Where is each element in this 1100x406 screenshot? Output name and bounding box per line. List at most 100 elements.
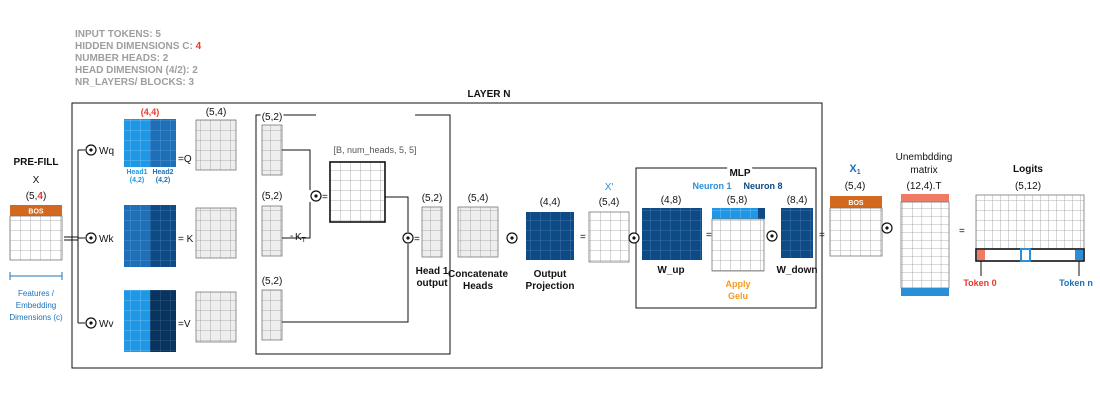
x1-shape: (5,4) bbox=[845, 181, 866, 192]
xprime-matrix bbox=[588, 211, 630, 263]
wk-matrix bbox=[124, 205, 176, 267]
unembed-shape: (12,4).T bbox=[906, 181, 941, 192]
proj-shape: (4,4) bbox=[540, 197, 561, 208]
logits-eq: = bbox=[959, 226, 965, 237]
proj-label-2: Projection bbox=[526, 281, 575, 292]
prefill-bos-label: BOS bbox=[28, 209, 44, 216]
w-up-matrix bbox=[642, 208, 702, 260]
k-transpose-dash: - bbox=[290, 231, 293, 242]
multiply-av-icon bbox=[402, 232, 414, 244]
features-label-3: Dimensions (c) bbox=[9, 313, 63, 322]
multiply-v-icon bbox=[85, 317, 97, 329]
attn-eq-label: = bbox=[322, 192, 328, 203]
k-matrix bbox=[195, 207, 237, 259]
concat-matrix bbox=[457, 206, 499, 258]
eq-k-label: = K bbox=[178, 234, 194, 245]
multiply-qk-icon bbox=[310, 190, 322, 202]
attn-v-matrix bbox=[261, 289, 283, 341]
xprime-shape: (5,4) bbox=[599, 197, 620, 208]
head-output-label-1: Head 1 bbox=[416, 266, 449, 277]
proj-label-1: Output bbox=[534, 269, 567, 280]
multiply-q-icon bbox=[85, 144, 97, 156]
logits-shape: (5,12) bbox=[1015, 181, 1041, 192]
prefill-x-matrix: BOS bbox=[9, 205, 63, 261]
w-up-shape: (4,8) bbox=[661, 195, 682, 206]
eq-q-label: =Q bbox=[178, 154, 192, 165]
attn-v-shape: (5,2) bbox=[262, 276, 283, 287]
xprime-eq: = bbox=[580, 232, 586, 243]
eq-v-label: =V bbox=[178, 319, 191, 330]
attention-box bbox=[255, 114, 451, 355]
v-matrix bbox=[195, 291, 237, 343]
concat-label-2: Heads bbox=[463, 281, 493, 292]
x1-matrix: BOS bbox=[829, 196, 883, 257]
attn-k-matrix bbox=[261, 205, 283, 257]
gelu-label-1: Apply bbox=[725, 279, 750, 289]
gelu-label-2: Gelu bbox=[728, 291, 748, 301]
neuron8-label: Neuron 8 bbox=[743, 181, 782, 191]
concat-shape: (5,4) bbox=[468, 193, 489, 204]
unembed-matrix bbox=[900, 194, 950, 296]
config-nr-layers: NR_LAYERS/ BLOCKS: 3 bbox=[75, 77, 195, 88]
head-output-label-2: output bbox=[416, 278, 448, 289]
q-matrix bbox=[195, 119, 237, 171]
head-output-eq: = bbox=[414, 234, 420, 245]
prefill-x-label: X bbox=[33, 175, 40, 186]
w-down-label: W_down bbox=[776, 265, 817, 276]
x1-label: X1 bbox=[849, 163, 860, 176]
qkv-branch-lines bbox=[64, 149, 85, 324]
config-hidden-dimensions: HIDDEN DIMENSIONS C: 4 bbox=[75, 41, 202, 52]
multiply-proj-icon bbox=[506, 232, 518, 244]
head1-shape: (4,2) bbox=[130, 177, 144, 184]
concat-label-1: Concatenate bbox=[448, 269, 508, 280]
wv-matrix bbox=[124, 290, 176, 352]
unembed-label-2: matrix bbox=[910, 165, 937, 176]
logits-title: Logits bbox=[1013, 164, 1043, 175]
head2-shape: (4,2) bbox=[156, 177, 170, 184]
features-label-1: Features / bbox=[18, 289, 55, 298]
config-input-tokens: INPUT TOKENS: 5 bbox=[75, 29, 161, 40]
mlp-eq-1: = bbox=[706, 230, 712, 241]
multiply-unembed-icon bbox=[881, 222, 893, 234]
head-output-shape: (5,2) bbox=[422, 193, 443, 204]
attn-q-shape: (5,2) bbox=[262, 112, 283, 123]
layer-title: LAYER N bbox=[468, 89, 511, 100]
multiply-mlp-up-icon bbox=[628, 232, 640, 244]
neuron1-label: Neuron 1 bbox=[692, 181, 731, 191]
mlp-title: MLP bbox=[729, 168, 750, 179]
xprime-label: X' bbox=[605, 182, 614, 193]
prefill-title: PRE-FILL bbox=[14, 157, 59, 168]
wq-matrix bbox=[124, 119, 176, 167]
q-shape: (5,4) bbox=[206, 107, 227, 118]
proj-matrix bbox=[526, 212, 574, 260]
config-number-heads: NUMBER HEADS: 2 bbox=[75, 53, 169, 64]
head1-name: Head1 bbox=[126, 169, 147, 176]
mlp-eq-2: = bbox=[819, 230, 825, 241]
attn-scores-shape: [B, num_heads, 5, 5] bbox=[333, 145, 416, 155]
features-label-2: Embedding bbox=[16, 301, 56, 310]
multiply-k-icon bbox=[85, 232, 97, 244]
unembed-label-1: Unembdding bbox=[896, 152, 953, 163]
wv-label: Wv bbox=[99, 319, 113, 330]
mlp-mid-matrix bbox=[711, 208, 765, 272]
wk-label: Wk bbox=[99, 234, 114, 245]
x1-bos-label: BOS bbox=[848, 200, 864, 207]
attention-title: Attention for 1 Head bbox=[317, 112, 413, 123]
w-down-shape: (8,4) bbox=[787, 195, 808, 206]
tokenn-label: Token n bbox=[1059, 278, 1093, 288]
token0-label: Token 0 bbox=[963, 278, 996, 288]
attn-scores-matrix bbox=[329, 161, 386, 223]
wq-label: Wq bbox=[99, 146, 114, 157]
prefill-shape: (5,4) bbox=[26, 191, 47, 202]
multiply-mlp-down-icon bbox=[766, 230, 778, 242]
head-output-matrix bbox=[421, 206, 443, 258]
logits-matrix bbox=[975, 194, 1085, 262]
mlp-mid-shape: (5,8) bbox=[727, 195, 748, 206]
wq-shape: (4,4) bbox=[141, 107, 160, 117]
head2-name: Head2 bbox=[152, 169, 173, 176]
w-down-matrix bbox=[781, 208, 813, 258]
layer-box bbox=[71, 102, 823, 369]
config-head-dimension: HEAD DIMENSION (4/2): 2 bbox=[75, 65, 198, 76]
w-up-label: W_up bbox=[657, 265, 684, 276]
